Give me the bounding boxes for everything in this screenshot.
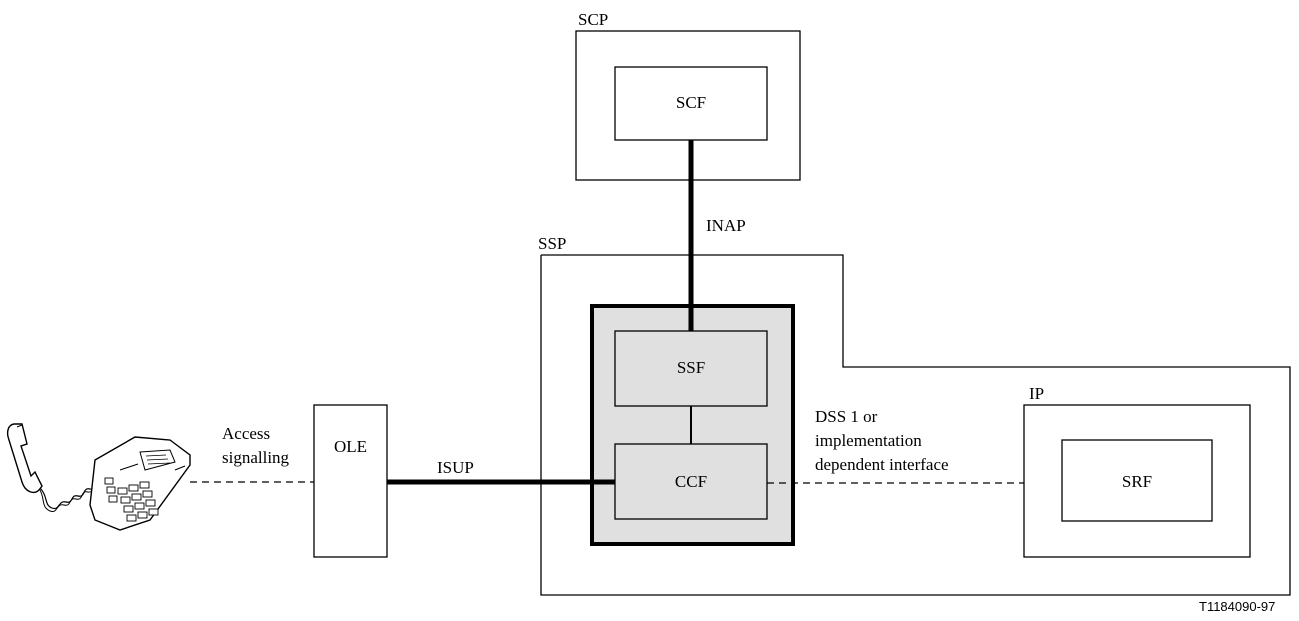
dss-label-line1: DSS 1 or [815,407,878,426]
ole-box [313,404,388,558]
ip-label: IP [1029,384,1045,403]
telephone-icon [6,423,191,531]
ole-label: OLE [333,437,368,456]
ip-box [1023,404,1251,558]
srf-box [1061,439,1213,522]
ssf-label: SSF [676,358,706,377]
scf-label: SCF [675,93,707,112]
access-label-line1: Access [222,424,271,443]
access-label-line2: signalling [222,448,290,467]
dss-label-line3: dependent interface [815,455,949,474]
dss-label-line2: implementation [815,431,922,450]
scp-box [575,30,801,181]
ssp-outline [540,254,1291,596]
figure-id: T1184090-97 [1199,599,1276,614]
ssf-box [614,330,768,407]
inap-label: INAP [706,216,746,235]
ccf-box [614,443,768,520]
srf-label: SRF [1121,472,1153,491]
ssp-label: SSP [538,234,567,253]
isup-label: ISUP [437,458,474,477]
scp-label: SCP [578,10,609,29]
ccf-label: CCF [674,472,708,491]
